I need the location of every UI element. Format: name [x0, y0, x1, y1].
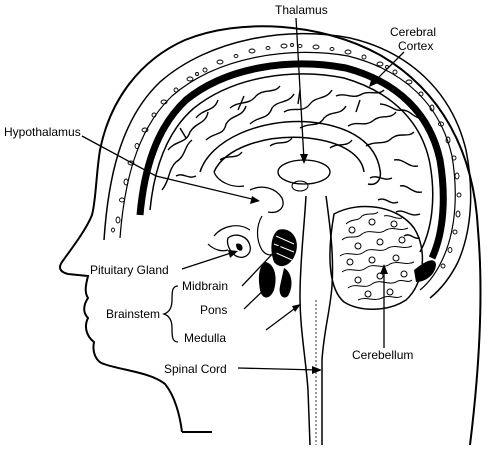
corpus-callosum-inner — [213, 136, 365, 173]
occipital-sinus — [414, 260, 436, 282]
skull-inner — [119, 51, 456, 291]
label-brainstem: Brainstem — [106, 307, 160, 321]
pituitary-leader — [181, 251, 235, 270]
medulla-leader — [265, 305, 299, 331]
cerebral-cortex-leader — [371, 51, 405, 85]
hypothalamus-leader — [81, 135, 257, 201]
label-thalamus: Thalamus — [275, 3, 328, 17]
cerebrum-outline — [149, 73, 434, 253]
sinus-outline — [207, 243, 229, 252]
brainstem-hatching — [273, 235, 295, 261]
label-cerebral-cortex-2: Cortex — [398, 39, 433, 53]
brainstem-brace — [161, 285, 179, 343]
cerebellum-folia — [339, 211, 415, 301]
pons-leader — [243, 281, 273, 310]
arrowheads — [228, 77, 388, 374]
label-spinal-cord: Spinal Cord — [164, 362, 227, 376]
label-cerebral-cortex-1: Cerebral — [390, 25, 436, 39]
hypothalamus-structure — [249, 186, 284, 214]
corpus-callosum-outer — [199, 120, 382, 186]
sphenoid-bone — [213, 225, 251, 237]
label-cerebellum: Cerebellum — [352, 348, 413, 362]
skull-bone-texture — [111, 43, 462, 269]
thalamus-leader — [295, 17, 305, 161]
brainstem-dark-structures — [258, 229, 297, 298]
leader-lines — [81, 17, 405, 371]
midbrain-leader — [241, 247, 279, 287]
third-ventricle — [291, 180, 309, 192]
label-medulla: Medulla — [184, 331, 226, 345]
pituitary-dark — [236, 243, 243, 251]
spinal-cord-leader — [237, 367, 319, 371]
brainstem-front — [299, 195, 311, 446]
cerebellum-outline — [329, 205, 424, 310]
cerebral-gyri — [161, 85, 423, 240]
pituitary-structure — [226, 234, 251, 258]
brainstem-back — [321, 195, 334, 445]
labels: Thalamus Cerebral Cortex Hypothalamus Pi… — [4, 3, 436, 376]
label-pituitary-gland: Pituitary Gland — [90, 263, 169, 277]
dura-band — [136, 60, 447, 260]
label-midbrain: Midbrain — [182, 279, 228, 293]
skull-outer — [103, 32, 472, 299]
label-hypothalamus: Hypothalamus — [4, 125, 81, 139]
label-pons: Pons — [200, 303, 227, 317]
fornix — [213, 171, 245, 187]
head-outline — [59, 25, 482, 446]
